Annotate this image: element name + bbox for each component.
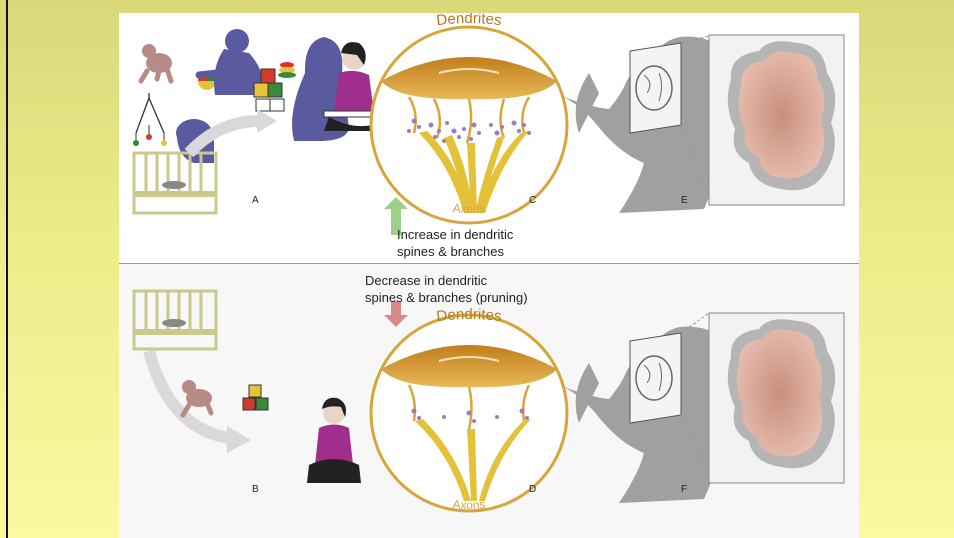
increase-caption: Increase in dendritic spines & branches bbox=[397, 226, 513, 260]
toy-blocks-bottom-icon bbox=[243, 385, 268, 410]
decrease-caption-line2: spines & branches (pruning) bbox=[365, 289, 528, 306]
panel-label-e: E bbox=[681, 195, 688, 206]
dendrites-label-bottom: Dendrites bbox=[435, 306, 502, 325]
crawling-baby-icon bbox=[141, 44, 172, 81]
panel-label-f: F bbox=[681, 484, 687, 495]
panel-label-c: C bbox=[529, 195, 536, 206]
axons-label-bottom: Axons bbox=[452, 497, 486, 512]
axons-label-top: Axons bbox=[452, 201, 486, 216]
crib-mobile-icon bbox=[133, 93, 167, 146]
child-seated-icon bbox=[307, 398, 361, 483]
neuron-diagram-top bbox=[371, 27, 567, 223]
neuron-diagram-bottom bbox=[371, 315, 567, 511]
decrease-caption-line1: Decrease in dendritic bbox=[365, 272, 528, 289]
panel-label-b: B bbox=[252, 484, 259, 495]
increase-caption-line2: spines & branches bbox=[397, 243, 513, 260]
crib-bottom-icon bbox=[134, 291, 216, 349]
crawling-baby-bottom-icon bbox=[182, 380, 212, 415]
figure-panel: Dendrites Axons Dendrites Axons A B C D … bbox=[119, 13, 859, 538]
left-border-line bbox=[6, 0, 8, 538]
panel-label-d: D bbox=[529, 484, 536, 495]
dendrites-label-top: Dendrites bbox=[435, 13, 502, 29]
cortex-zoom-bottom bbox=[709, 313, 844, 483]
cortex-zoom-top bbox=[709, 35, 844, 205]
increase-caption-line1: Increase in dendritic bbox=[397, 226, 513, 243]
panel-label-a: A bbox=[252, 195, 259, 206]
decrease-caption: Decrease in dendritic spines & branches … bbox=[365, 272, 528, 306]
toy-blocks-icon bbox=[254, 62, 296, 111]
